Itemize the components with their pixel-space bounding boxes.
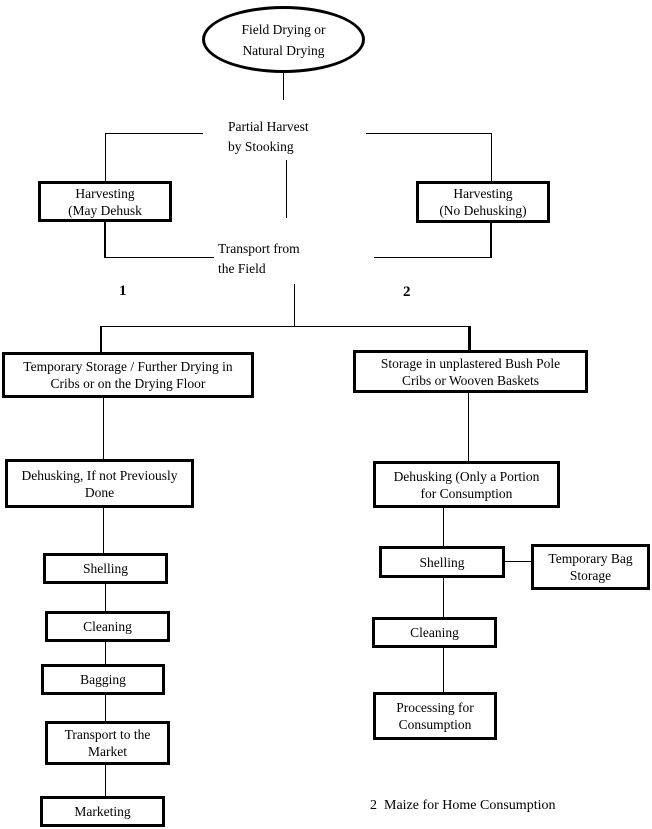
node-transport-market: Transport to the Market — [45, 721, 170, 765]
node-field-drying: Field Drying or Natural Drying — [202, 6, 365, 73]
connector-bagging-to-transport-market — [105, 695, 106, 721]
node-cleaning-left: Cleaning — [45, 611, 170, 642]
connector-harvest-left-down — [104, 221, 106, 258]
node-temp-bag-storage: Temporary Bag Storage — [531, 544, 650, 590]
connector-shelling-to-temp-bag-storage — [505, 561, 531, 562]
connector-storage-to-dehusking-right — [468, 393, 469, 461]
connector-dehusking-left-to-shelling — [103, 508, 104, 553]
node-cleaning-right: Cleaning — [372, 617, 497, 648]
node-shelling-right: Shelling — [379, 546, 505, 578]
node-marketing: Marketing — [40, 796, 165, 827]
node-temporary-storage: Temporary Storage / Further Drying in Cr… — [2, 352, 254, 398]
node-shelling-left: Shelling — [43, 553, 168, 584]
node-harvesting-may-dehusk: Harvesting (May Dehusk — [38, 181, 172, 222]
connector-cleaning-left-to-bagging — [105, 642, 106, 664]
connector-partial-harvest-right — [366, 133, 492, 134]
connector-shelling-right-to-cleaning — [443, 578, 444, 617]
node-processing: Processing for Consumption — [373, 692, 497, 740]
connector-ellipse-to-partial-harvest — [283, 73, 284, 100]
connector-to-harvest-right — [491, 133, 492, 181]
connector-harvest-right-down — [490, 222, 492, 258]
connector-transport-left — [105, 257, 214, 258]
node-transport-field: Transport from the Field — [218, 241, 300, 276]
node-harvesting-no-dehusking: Harvesting (No Dehusking) — [416, 181, 550, 223]
connector-transport-to-split — [294, 284, 295, 326]
connector-split-to-temp-storage — [100, 326, 102, 353]
branch-1-label: 1 — [119, 283, 127, 299]
connector-transport-right — [374, 257, 492, 258]
footnote-maize-home-consumption: 2 Maize for Home Consumption — [370, 798, 556, 813]
connector-transport-market-to-marketing — [105, 765, 106, 796]
connector-temp-storage-to-dehusking-left — [103, 398, 104, 459]
node-storage-unplastered: Storage in unplastered Bush Pole Cribs o… — [353, 350, 588, 393]
connector-split-to-storage-unplastered — [468, 326, 471, 351]
connector-to-harvest-left — [105, 133, 106, 181]
node-bagging: Bagging — [41, 664, 165, 695]
connector-split-bar — [100, 326, 471, 327]
connector-shelling-left-to-cleaning — [105, 584, 106, 611]
node-dehusking-left: Dehusking, If not Previously Done — [5, 459, 194, 508]
node-dehusking-right: Dehusking (Only a Portion for Consumptio… — [373, 461, 560, 508]
branch-2-label: 2 — [403, 284, 411, 300]
connector-partial-harvest-left — [105, 133, 203, 134]
node-partial-harvest: Partial Harvest by Stooking — [228, 119, 309, 154]
connector-cleaning-right-to-processing — [443, 648, 444, 692]
connector-partial-harvest-to-transport — [286, 160, 287, 218]
connector-dehusking-right-to-shelling — [443, 508, 444, 546]
